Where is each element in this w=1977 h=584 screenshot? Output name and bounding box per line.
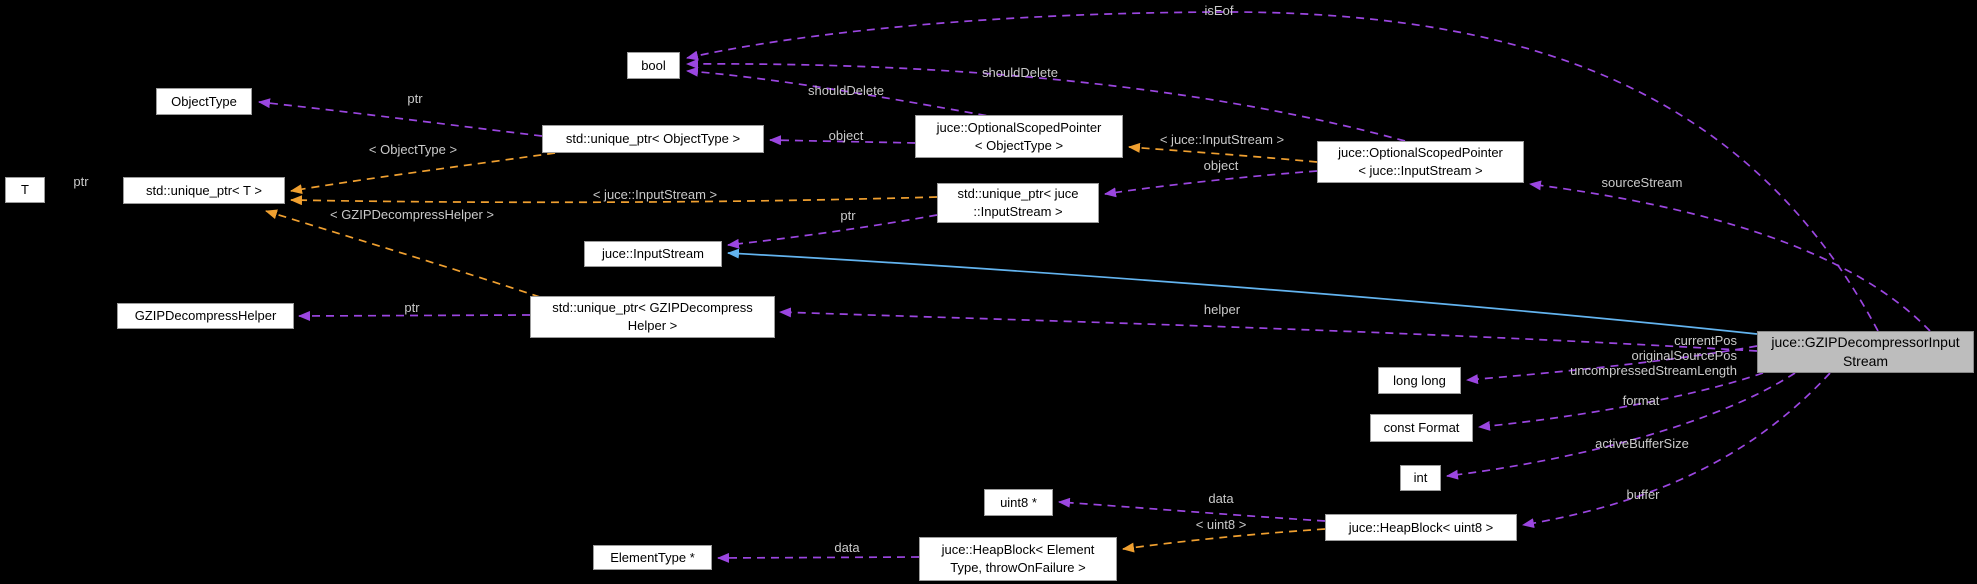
edge-isEof <box>686 11 1879 332</box>
node-unique-ptr-t[interactable]: std::unique_ptr< T > <box>123 177 285 204</box>
edge-data-elementtype <box>717 552 920 563</box>
node-const-format[interactable]: const Format <box>1370 414 1473 442</box>
node-unique-ptr-objecttype[interactable]: std::unique_ptr< ObjectType > <box>542 125 764 153</box>
node-label: long long <box>1393 372 1446 388</box>
node-gzipdecompresshelper[interactable]: GZIPDecompressHelper <box>117 303 294 329</box>
node-label: juce::OptionalScopedPointer <box>1338 145 1503 161</box>
node-optionalscopedpointer-inputstream[interactable]: juce::OptionalScopedPointer < juce::Inpu… <box>1317 141 1524 183</box>
node-label: std::unique_ptr< juce <box>957 186 1079 202</box>
edge-label-data-b: data <box>834 540 860 555</box>
edge-inheritance-inputstream <box>727 248 1758 335</box>
edge-label-object-a: object <box>828 128 864 143</box>
node-label: ObjectType <box>171 93 237 109</box>
edge-label-shouldDelete-a: shouldDelete <box>808 83 884 98</box>
node-optionalscopedpointer-objecttype[interactable]: juce::OptionalScopedPointer < ObjectType… <box>915 115 1123 158</box>
edge-template-gziphelper <box>265 209 541 298</box>
edge-object-b <box>1104 170 1318 198</box>
node-objecttype[interactable]: ObjectType <box>156 88 252 115</box>
edge-positions-longlong <box>1466 345 1758 385</box>
node-label: juce::HeapBlock< Element <box>941 542 1095 558</box>
node-label: std::unique_ptr< T > <box>146 182 262 198</box>
edge-label-ptr-inputstream: ptr <box>840 208 856 223</box>
edge-shouldDelete-from-osp-inputstream <box>686 58 1406 142</box>
edge-sourceStream <box>1529 180 1931 332</box>
node-label: T <box>21 182 29 198</box>
edge-template-uint8 <box>1122 528 1326 553</box>
node-juce-inputstream[interactable]: juce::InputStream <box>584 241 722 267</box>
node-label: juce::HeapBlock< uint8 > <box>1348 519 1494 535</box>
node-label: GZIPDecompressHelper <box>134 308 277 324</box>
edge-label-template-inputstream-a: < juce::InputStream > <box>1159 132 1285 147</box>
edge-label-uncompressedStreamLength: uncompressedStreamLength <box>1570 363 1737 378</box>
node-int[interactable]: int <box>1400 465 1441 491</box>
node-elementtype-ptr[interactable]: ElementType * <box>593 545 712 570</box>
node-heapblock-elementtype[interactable]: juce::HeapBlock< Element Type, throwOnFa… <box>919 537 1117 581</box>
node-unique-ptr-gzipdecompresshelper[interactable]: std::unique_ptr< GZIPDecompress Helper > <box>530 296 775 338</box>
node-label: ::InputStream > <box>973 204 1063 219</box>
edge-helper <box>779 307 1758 352</box>
node-gzipdecompressorinputstream[interactable]: juce::GZIPDecompressorInput Stream <box>1757 331 1974 373</box>
edge-data-uint8 <box>1058 497 1326 522</box>
node-label: int <box>1413 470 1428 486</box>
node-label: ElementType * <box>610 549 695 565</box>
node-label: const Format <box>1383 420 1460 436</box>
edge-ptr-gziphelper <box>298 310 531 321</box>
node-uint8-ptr[interactable]: uint8 * <box>984 489 1053 516</box>
edge-label-shouldDelete-b: shouldDelete <box>982 65 1058 80</box>
edge-label-position-members: currentPos originalSourcePos uncompresse… <box>1570 333 1737 378</box>
edge-shouldDelete-from-osp-objecttype <box>686 66 1001 119</box>
node-label: std::unique_ptr< ObjectType > <box>565 131 741 147</box>
edge-label-ptr-gziphelper: ptr <box>404 300 420 315</box>
edge-label-activeBufferSize: activeBufferSize <box>1595 436 1689 451</box>
node-label: Type, throwOnFailure > <box>950 560 1086 575</box>
node-label: < juce::InputStream > <box>1358 163 1483 178</box>
edge-label-data-a: data <box>1208 491 1234 506</box>
edge-label-template-objecttype: < ObjectType > <box>368 142 458 157</box>
edge-template-inputstream-to-osp <box>1128 142 1318 163</box>
edge-label-template-gziphelper: < GZIPDecompressHelper > <box>329 207 495 222</box>
edge-label-sourceStream: sourceStream <box>1601 175 1683 190</box>
edge-label-template-inputstream-b: < juce::InputStream > <box>592 187 718 202</box>
node-heapblock-uint8[interactable]: juce::HeapBlock< uint8 > <box>1325 514 1517 541</box>
edge-label-isEof: isEof <box>1204 3 1234 18</box>
node-label: uint8 * <box>1000 494 1037 510</box>
node-unique-ptr-juce-inputstream[interactable]: std::unique_ptr< juce ::InputStream > <box>937 183 1099 223</box>
edge-label-format: format <box>1622 393 1660 408</box>
edge-object-a <box>769 135 916 146</box>
node-label: bool <box>641 57 666 73</box>
node-label: juce::InputStream <box>602 246 704 262</box>
node-bool[interactable]: bool <box>627 52 680 79</box>
edge-label-template-uint8: < uint8 > <box>1195 517 1247 532</box>
edge-label-ptr-objecttype: ptr <box>407 91 423 106</box>
node-label: < ObjectType > <box>974 137 1064 153</box>
edge-ptr-objecttype <box>258 98 543 137</box>
edge-template-inputstream-to-uptrT <box>290 195 938 206</box>
node-label: Helper > <box>627 318 678 333</box>
edge-format <box>1478 372 1764 431</box>
edge-template-objecttype <box>290 152 556 195</box>
node-label: std::unique_ptr< GZIPDecompress <box>552 300 753 316</box>
edge-label-currentPos: currentPos <box>1674 333 1737 348</box>
edge-label-originalSourcePos: originalSourcePos <box>1631 348 1737 363</box>
edge-buffer <box>1522 372 1831 529</box>
edge-label-buffer: buffer <box>1626 487 1660 502</box>
node-t[interactable]: T <box>5 177 45 203</box>
node-long-long[interactable]: long long <box>1378 367 1461 394</box>
edge-label-helper: helper <box>1203 302 1241 317</box>
edge-activeBufferSize <box>1446 372 1796 480</box>
edge-ptr-inputstream <box>727 214 938 249</box>
node-label: juce::GZIPDecompressorInput <box>1771 333 1960 350</box>
edge-label-ptr-t: ptr <box>73 174 89 189</box>
node-label: Stream <box>1842 353 1889 369</box>
node-label: juce::OptionalScopedPointer <box>936 119 1102 135</box>
edge-label-object-b: object <box>1203 158 1239 173</box>
